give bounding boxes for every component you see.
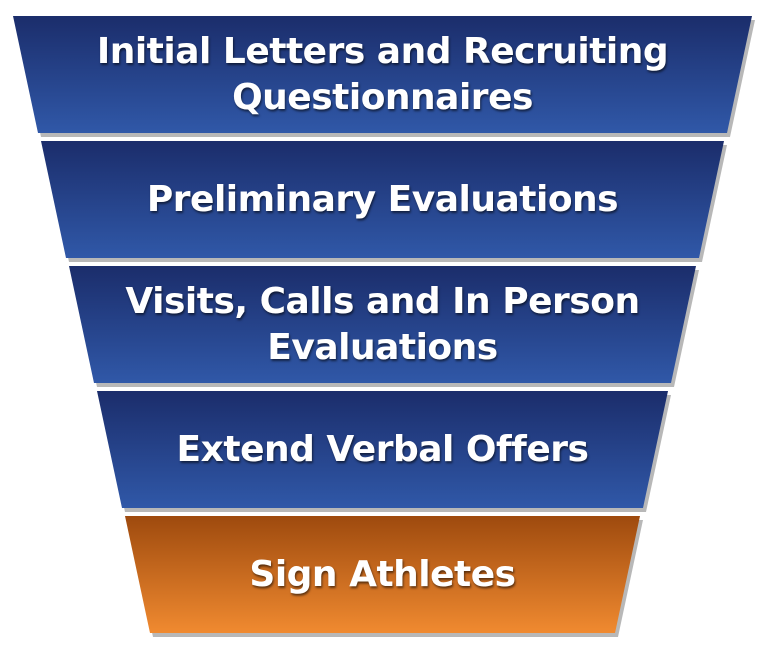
- stage-label-verbal-offers: Extend Verbal Offers: [176, 428, 589, 470]
- stage-initial-letters-band: [13, 16, 752, 133]
- stage-sign-athletes-band: [125, 516, 640, 633]
- stage-label-sign-athletes: Sign Athletes: [249, 553, 516, 595]
- stage-label-visits-calls: Visits, Calls and In Person Evaluations: [125, 280, 640, 368]
- stage-label-preliminary-evaluations: Preliminary Evaluations: [146, 178, 619, 220]
- stage-visits-calls-band: [69, 266, 696, 383]
- stage-label-initial-letters: Initial Letters and Recruiting Questionn…: [96, 30, 669, 118]
- stage-preliminary-evaluations-band: [41, 141, 724, 258]
- stage-verbal-offers-band: [97, 391, 668, 508]
